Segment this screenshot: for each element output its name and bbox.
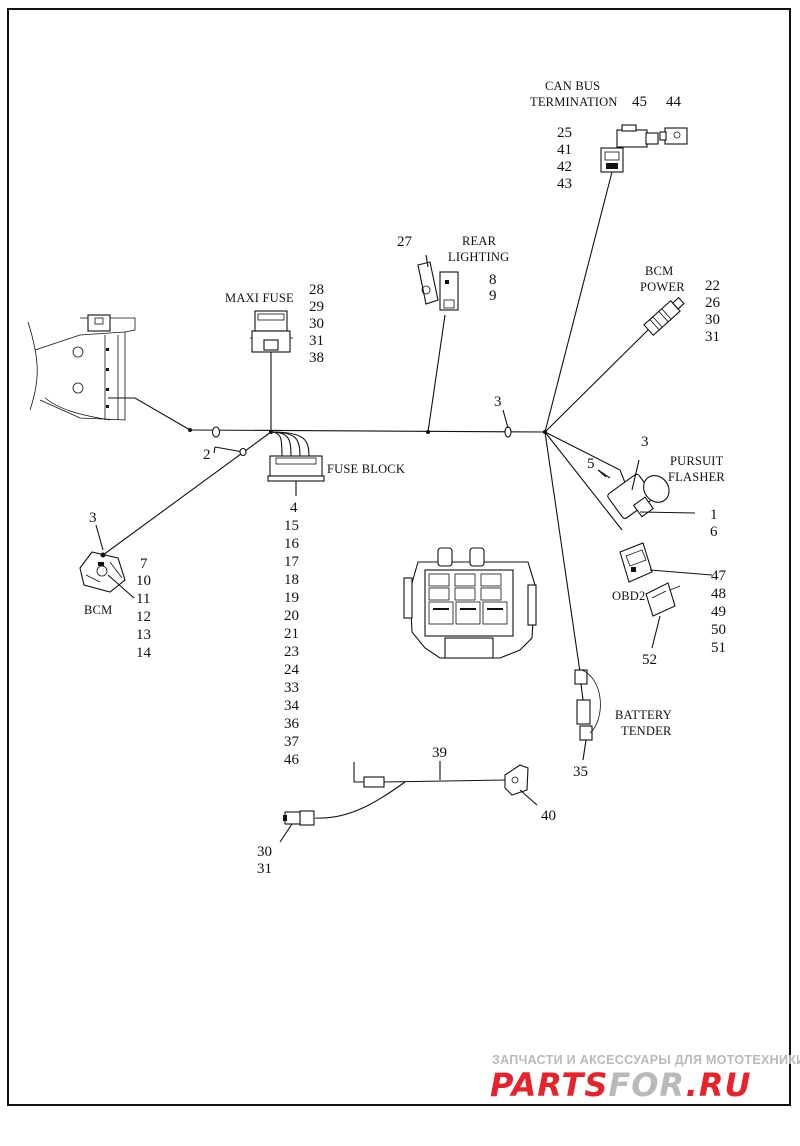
callout-flasher-0: 1 [710, 507, 718, 523]
jumper-harness [279, 762, 538, 843]
callout-fuse-3: 17 [284, 554, 300, 570]
callout-maxi-2: 30 [309, 316, 324, 332]
callout-rear-0: 8 [489, 272, 497, 288]
callout-bcm-2: 11 [136, 591, 150, 607]
callout-bcm-4: 13 [136, 627, 151, 643]
callout-maxi-3: 31 [309, 333, 324, 349]
callout-maxi-0: 28 [309, 282, 324, 298]
clip-3 [504, 426, 512, 438]
callout-numbers: 45 44 25 41 42 43 27 8 9 28 29 30 31 38 … [89, 94, 727, 877]
bcm-power-connector [643, 296, 685, 337]
callout-fuse-13: 37 [284, 734, 300, 750]
label-bcm-power-2: POWER [640, 280, 685, 294]
watermark-ru: .RU [686, 1066, 752, 1104]
callout-fuse-10: 33 [284, 680, 299, 696]
callout-can-0: 25 [557, 125, 572, 141]
callout-can-2: 42 [557, 159, 572, 175]
callout-39: 39 [432, 745, 447, 761]
callout-bcm-1: 10 [136, 573, 151, 589]
callout-rear-1: 9 [489, 288, 497, 304]
callout-27: 27 [397, 234, 413, 250]
callout-obd-4: 51 [711, 640, 726, 656]
callout-fuse-8: 23 [284, 644, 299, 660]
label-battery-1: BATTERY [615, 708, 672, 722]
callout-bcm-3: 12 [136, 609, 151, 625]
pursuit-flasher-relay [597, 469, 696, 519]
rear-lighting-connector [417, 254, 459, 311]
junction-dots [188, 428, 547, 434]
callout-bcmp-2: 30 [705, 312, 720, 328]
drawing-frame [7, 8, 791, 1106]
label-rear-1: REAR [462, 234, 497, 248]
callout-3-flasher: 3 [641, 434, 649, 450]
label-obd2: OBD2 [612, 589, 645, 603]
bcm-module [79, 551, 135, 599]
harness-wires [102, 171, 651, 673]
callout-bcmp-0: 22 [705, 278, 720, 294]
callout-fuse-12: 36 [284, 716, 300, 732]
label-maxi-fuse: MAXI FUSE [225, 291, 294, 305]
callout-35: 35 [573, 764, 588, 780]
label-bcm: BCM [84, 603, 112, 617]
callout-fuse-7: 21 [284, 626, 299, 642]
obd2-connector [619, 542, 713, 649]
callout-2: 2 [203, 447, 211, 463]
callout-3-main: 3 [494, 394, 502, 410]
callout-fuse-14: 46 [284, 752, 300, 768]
callout-jumper-1: 31 [257, 861, 272, 877]
callout-52: 52 [642, 652, 657, 668]
label-pursuit-1: PURSUIT [670, 454, 724, 468]
label-battery-2: TENDER [621, 724, 672, 738]
callout-fuse-4: 18 [284, 572, 299, 588]
maxi-fuse-holder [250, 310, 293, 353]
callout-fuse-2: 16 [284, 536, 300, 552]
callout-fuse-1: 15 [284, 518, 299, 534]
callout-40: 40 [541, 808, 556, 824]
callout-5: 5 [587, 456, 595, 472]
watermark-brand: PARTSFOR.RU [490, 1066, 751, 1104]
callout-fuse-5: 19 [284, 590, 299, 606]
callout-fuse-0: 4 [290, 500, 298, 516]
callout-bcm-0: 7 [140, 556, 148, 572]
labels: CAN BUS TERMINATION REAR LIGHTING MAXI F… [84, 79, 725, 738]
callout-fuse-11: 34 [284, 698, 300, 714]
battery-tender-connector [574, 669, 601, 761]
fuse-callout-stack: 4 15 16 17 18 19 20 21 23 24 33 34 36 37… [284, 500, 300, 768]
callout-bcm-5: 14 [136, 645, 152, 661]
frame-bracket [27, 314, 136, 421]
label-rear-2: LIGHTING [448, 250, 509, 264]
watermark-parts: PARTS [490, 1066, 608, 1104]
callout-bcmp-3: 31 [705, 329, 720, 345]
callout-can-1: 41 [557, 142, 572, 158]
leader-lines [95, 409, 640, 551]
watermark: ЗАПЧАСТИ И АКСЕССУАРЫ ДЛЯ МОТОТЕХНИКИ PA… [490, 1053, 800, 1104]
label-can-bus-2: TERMINATION [530, 95, 618, 109]
callout-obd-0: 47 [711, 568, 727, 584]
callout-3-bcm: 3 [89, 510, 97, 526]
fuse-block [267, 455, 325, 496]
label-fuse-block: FUSE BLOCK [327, 462, 405, 476]
fuse-block-detail-view [403, 547, 537, 659]
callout-maxi-1: 29 [309, 299, 324, 315]
label-can-bus-1: CAN BUS [545, 79, 600, 93]
watermark-for: FOR [608, 1066, 685, 1104]
callout-obd-3: 50 [711, 622, 726, 638]
label-pursuit-2: FLASHER [668, 470, 725, 484]
callout-bcmp-1: 26 [705, 295, 721, 311]
callout-can-3: 43 [557, 176, 572, 192]
callout-maxi-4: 38 [309, 350, 324, 366]
watermark-tagline: ЗАПЧАСТИ И АКСЕССУАРЫ ДЛЯ МОТОТЕХНИКИ [492, 1053, 800, 1067]
clip-2 [211, 426, 247, 457]
can-bus-termination-connector [600, 124, 688, 173]
label-bcm-power-1: BCM [645, 264, 673, 278]
callout-obd-1: 48 [711, 586, 726, 602]
callout-fuse-6: 20 [284, 608, 299, 624]
callout-jumper-0: 30 [257, 844, 272, 860]
callout-45: 45 [632, 94, 647, 110]
callout-fuse-9: 24 [284, 662, 300, 678]
callout-44: 44 [666, 94, 682, 110]
callout-obd-2: 49 [711, 604, 726, 620]
callout-flasher-1: 6 [710, 524, 718, 540]
